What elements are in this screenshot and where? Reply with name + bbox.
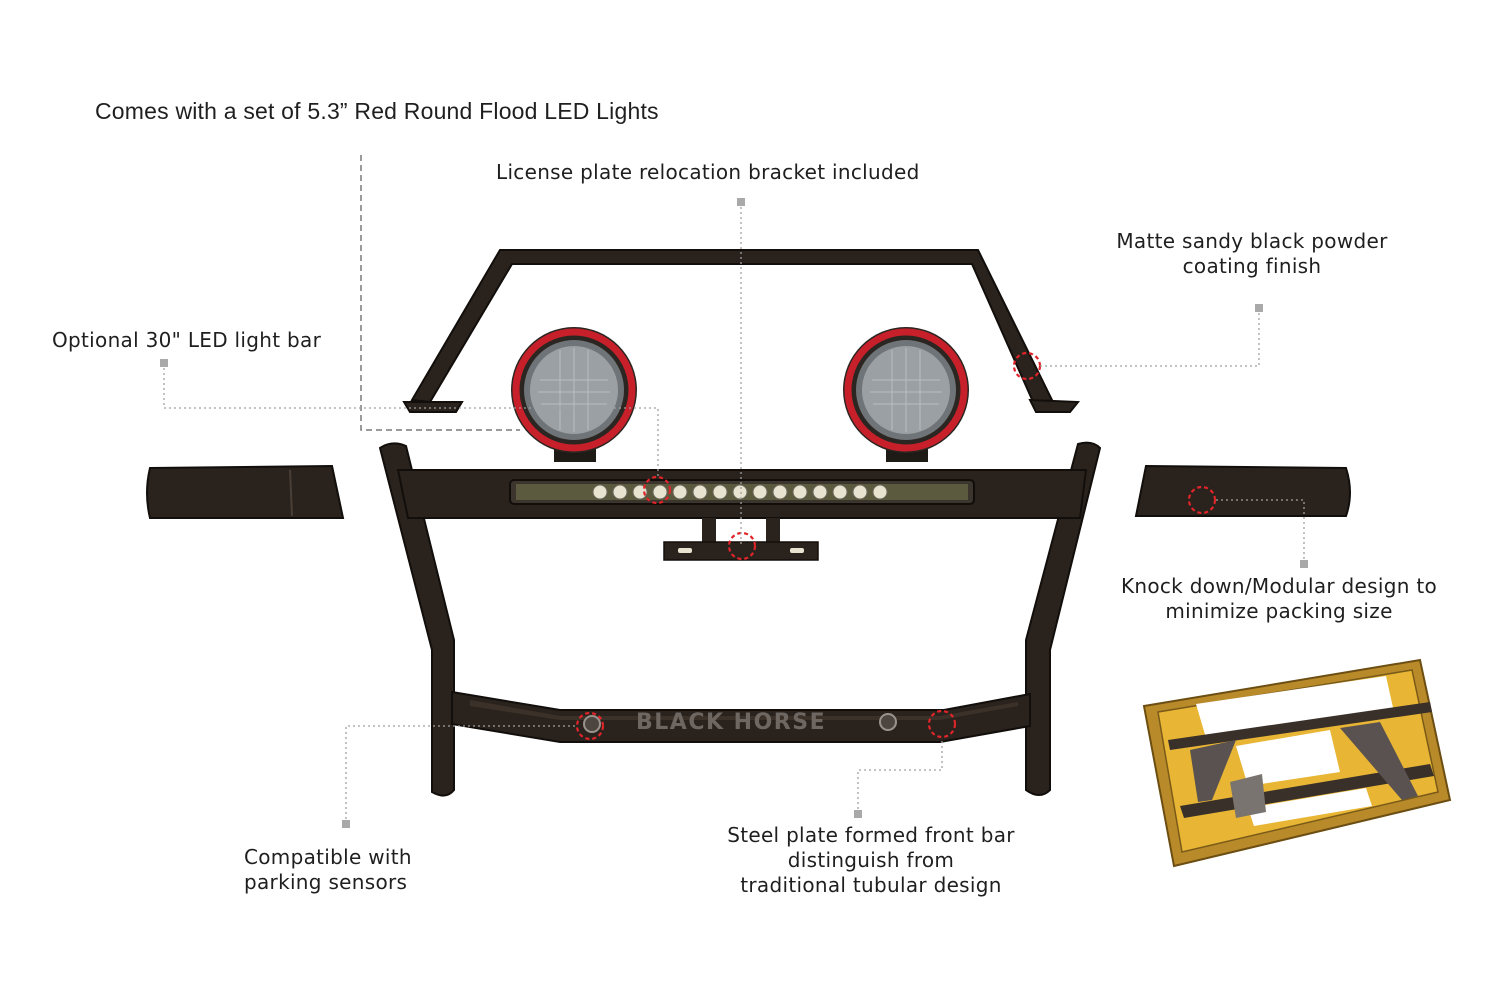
uprights [378,441,1102,797]
callout-license-plate: License plate relocation bracket include… [496,160,920,184]
brand-lettering: BLACK HORSE [636,710,827,735]
top-hoop [402,249,1081,413]
callout-powder-coating-line2: coating finish [1182,254,1322,278]
callout-knock-down-line1: Knock down/Modular design to [1120,574,1438,598]
callout-knock-down-line2: minimize packing size [1165,599,1393,623]
flood-light-right-icon [843,327,969,462]
callout-steel-plate-line3: traditional tubular design [740,873,1002,897]
callout-powder-coating-line1: Matte sandy black powder [1116,229,1388,253]
callout-powder-coating: Matte sandy black powder coating finish [1100,229,1404,279]
callout-parking-sensors-line1: Compatible with [244,845,412,869]
callout-light-bar: Optional 30" LED light bar [52,328,322,352]
light-bar-icon [516,484,968,500]
callout-parking-sensors-line2: parking sensors [244,870,408,894]
parking-sensor-icon [583,713,897,733]
light-bar-mount-outline [360,155,520,431]
flood-light-left-icon [511,327,637,462]
callout-steel-plate-line2: distinguish from [787,848,955,872]
right-wing-tube [1134,464,1351,517]
callout-steel-plate: Steel plate formed front bar distinguish… [710,823,1032,898]
callout-steel-plate-line1: Steel plate formed front bar [727,823,1015,847]
left-wing-tube [146,464,345,519]
callout-parking-sensors: Compatible with parking sensors [244,845,412,895]
callout-knock-down: Knock down/Modular design to minimize pa… [1106,574,1452,624]
leader-lines [160,198,1308,828]
packing-box-icon [1142,658,1452,868]
headline: Comes with a set of 5.3” Red Round Flood… [95,98,659,124]
